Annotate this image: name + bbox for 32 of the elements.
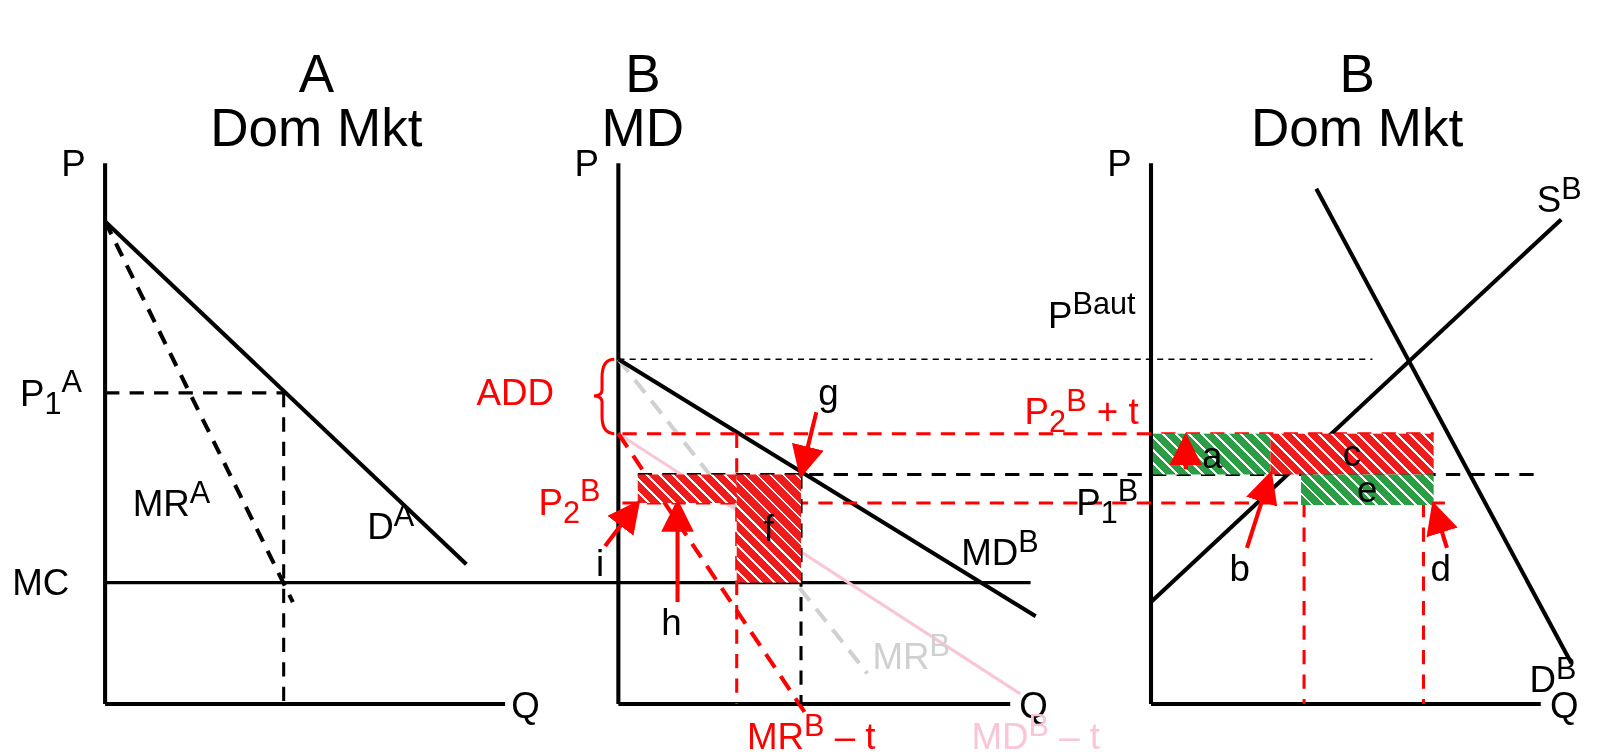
price-label: P$^{Baut}$ bbox=[1048, 288, 1136, 334]
price-label: P$_{2}$$^{B}$ + t bbox=[1024, 385, 1139, 438]
panel-heading: B bbox=[1339, 46, 1375, 100]
curve-label: MR$^{A}$ bbox=[132, 477, 211, 523]
curve-label: S$^{B}$ bbox=[1536, 173, 1582, 219]
panel-heading: Dom Mkt bbox=[210, 101, 423, 155]
leader-arrow bbox=[1169, 432, 1203, 470]
leader-arrow bbox=[661, 499, 694, 603]
leader-arrow bbox=[792, 411, 824, 479]
point-label: b bbox=[1229, 550, 1250, 587]
hatched-area bbox=[1270, 433, 1434, 475]
leader-arrow bbox=[603, 499, 641, 548]
panel-heading: B bbox=[625, 46, 661, 100]
leader-arrow bbox=[1245, 470, 1278, 549]
curve-label: MR$^{B}$ – t bbox=[746, 710, 876, 752]
axis-label: P bbox=[574, 144, 599, 182]
point-label: g bbox=[818, 374, 839, 412]
price-label: ADD bbox=[476, 374, 555, 412]
hatched-area bbox=[736, 474, 801, 583]
axis-label: P bbox=[61, 144, 86, 182]
leader-arrow bbox=[1426, 501, 1458, 549]
point-label: h bbox=[661, 604, 682, 641]
point-label: i bbox=[595, 544, 605, 582]
hatched-area bbox=[637, 474, 737, 504]
curve-label: MD$^{B}$ bbox=[961, 526, 1039, 572]
axis-label: P bbox=[1107, 144, 1132, 182]
panel-heading: MD bbox=[601, 101, 685, 155]
point-label: d bbox=[1430, 550, 1451, 587]
axis-label: Q bbox=[511, 687, 540, 725]
cost-label: MC bbox=[12, 564, 70, 601]
panel-heading: A bbox=[298, 46, 334, 100]
panel-heading: Dom Mkt bbox=[1251, 101, 1464, 155]
